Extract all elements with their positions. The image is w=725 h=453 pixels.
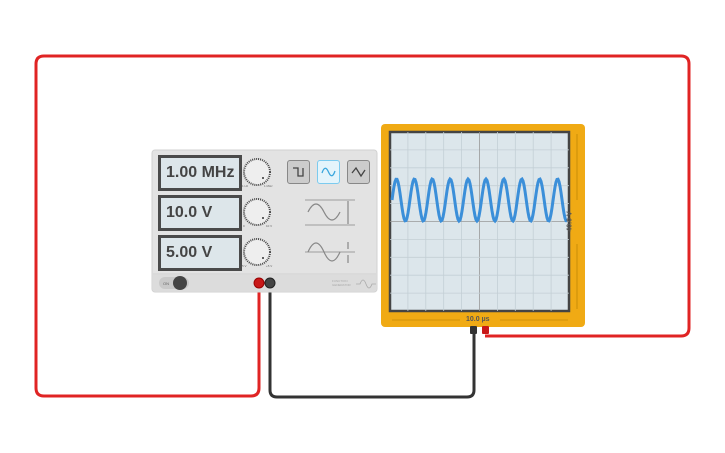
freq-knob-max-label: 1 MHz	[264, 184, 273, 188]
time-per-div-label: 10.0 µs	[466, 316, 490, 323]
sine-wave-icon	[321, 167, 336, 177]
oscilloscope[interactable]	[381, 124, 585, 334]
power-toggle[interactable]	[159, 276, 189, 290]
frequency-display: 1.00 MHz	[158, 155, 242, 191]
amp-knob-min-label: 0	[243, 224, 245, 228]
offset-knob[interactable]	[243, 238, 271, 266]
amplitude-display: 10.0 V	[158, 195, 242, 231]
amplitude-indicator-icon	[305, 199, 355, 226]
freq-knob-min-label: 1 Hz	[242, 184, 249, 188]
offset-indicator-icon	[305, 242, 355, 263]
power-label: ON	[163, 281, 169, 286]
amplitude-knob[interactable]	[243, 198, 271, 226]
sine-wave-button[interactable]	[317, 160, 340, 184]
offset-knob-min-label: -5 V	[241, 264, 247, 268]
triangle-wave-icon	[351, 166, 366, 178]
brand-logo	[356, 279, 376, 289]
brand-text: FUNCTION GENERATOR	[332, 279, 351, 287]
offset-display: 5.00 V	[158, 235, 242, 271]
scope-negative-terminal[interactable]	[470, 326, 477, 334]
generator-positive-terminal[interactable]	[253, 277, 265, 289]
generator-negative-terminal[interactable]	[264, 277, 276, 289]
scope-positive-terminal[interactable]	[482, 326, 489, 334]
frequency-knob[interactable]	[243, 158, 271, 186]
signal-trace	[390, 176, 568, 224]
offset-knob-max-label: +5 V	[266, 264, 273, 268]
scope-grid	[390, 132, 569, 311]
black-wire[interactable]	[268, 285, 476, 399]
square-wave-button[interactable]	[287, 160, 310, 184]
amp-knob-max-label: 10 V	[266, 224, 273, 228]
triangle-wave-button[interactable]	[347, 160, 370, 184]
red-wire[interactable]	[34, 54, 691, 398]
square-wave-icon	[293, 167, 304, 177]
volts-range-label: 40.0 V	[566, 211, 574, 232]
